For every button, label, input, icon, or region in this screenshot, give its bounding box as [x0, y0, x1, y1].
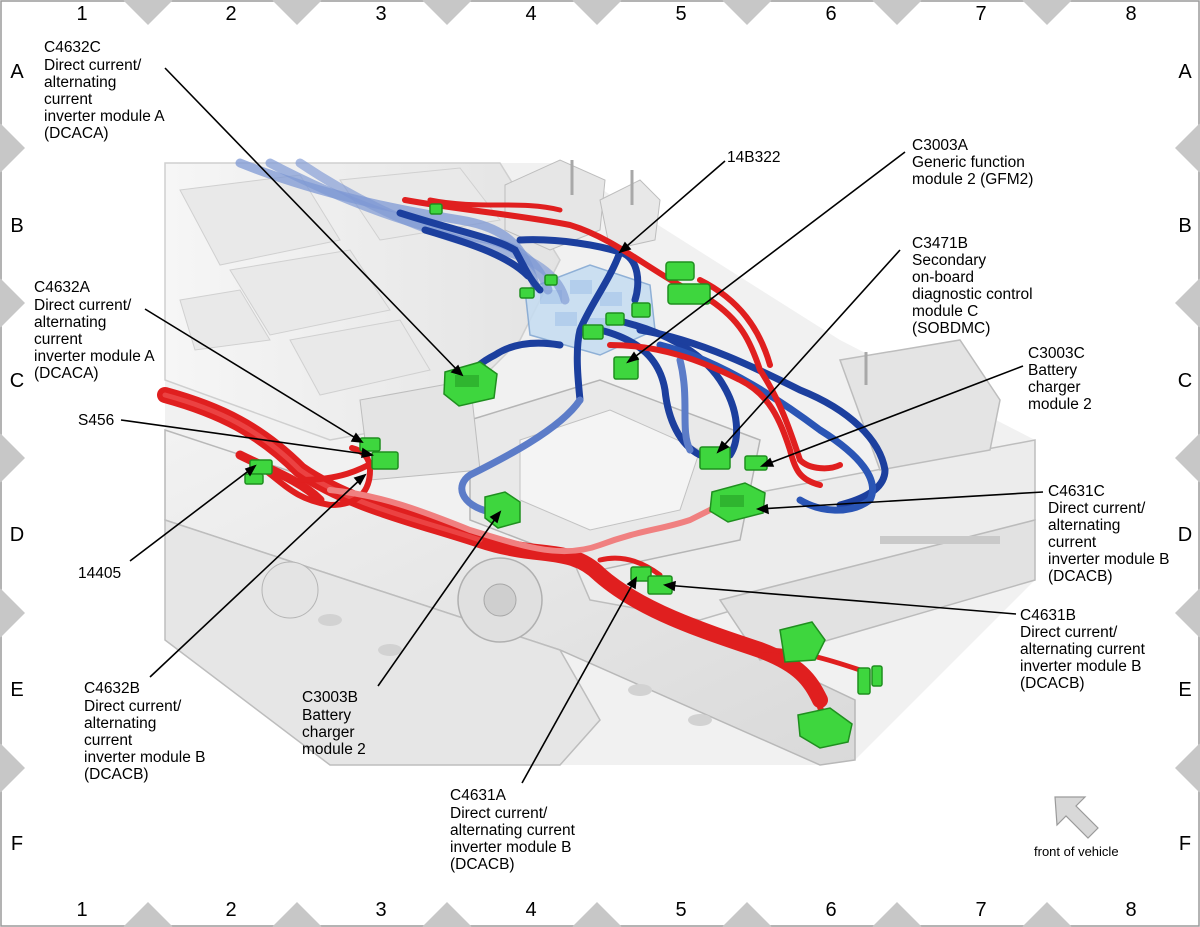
callout-c4631a: C4631A Direct current/ alternating curre… [450, 787, 579, 873]
svg-text:4: 4 [525, 899, 536, 921]
grid-row-labels-right: A B C D E F [1178, 61, 1193, 855]
svg-text:6: 6 [825, 3, 836, 25]
callout-labels: C4632C Direct current/ alternating curre… [34, 39, 1174, 873]
svg-text:C: C [1178, 370, 1192, 392]
svg-text:D: D [1178, 524, 1192, 546]
svg-text:C: C [10, 370, 24, 392]
connector-c3471b [699, 446, 731, 470]
connector-c4631c [709, 482, 766, 523]
svg-text:5: 5 [675, 899, 686, 921]
svg-text:5: 5 [675, 3, 686, 25]
callout-c4632c: C4632C Direct current/ alternating curre… [44, 39, 168, 142]
connector-c4632b [371, 451, 399, 470]
connectors [244, 203, 883, 749]
connector-c4632a [359, 437, 381, 452]
callout-14b322: 14B322 [727, 149, 780, 166]
callout-c4632b: C4632B Direct current/ alternating curre… [84, 680, 210, 783]
grid-row-labels-left: A B C D E F [10, 61, 25, 855]
leader-lines [120, 67, 1044, 784]
connector-upper-right [665, 261, 711, 305]
svg-text:8: 8 [1125, 3, 1136, 25]
svg-text:8: 8 [1125, 899, 1136, 921]
svg-text:F: F [11, 833, 23, 855]
callout-c4631b: C4631B Direct current/ alternating curre… [1020, 607, 1149, 692]
grid-column-labels-top: 1 2 3 4 5 6 7 8 [76, 3, 1136, 25]
front-of-vehicle-label: front of vehicle [1034, 844, 1119, 859]
callout-c4632a: C4632A Direct current/ alternating curre… [34, 279, 158, 382]
connector-rear-1 [779, 621, 826, 663]
callout-c3003a: C3003A Generic function module 2 (GFM2) [912, 137, 1033, 188]
callout-c4631c: C4631C Direct current/ alternating curre… [1048, 483, 1174, 585]
svg-text:F: F [1179, 833, 1191, 855]
front-of-vehicle-indicator: front of vehicle [1034, 796, 1119, 859]
callout-14405: 14405 [78, 565, 121, 582]
connector-c3003c [744, 455, 768, 471]
callout-c3003b: C3003B Battery charger module 2 [302, 689, 366, 758]
svg-text:B: B [1178, 215, 1191, 237]
chassis-frame [164, 159, 1036, 766]
svg-text:6: 6 [825, 899, 836, 921]
svg-text:A: A [10, 61, 24, 83]
svg-text:3: 3 [375, 899, 386, 921]
front-arrow-icon [1054, 796, 1099, 839]
vehicle-illustration [164, 159, 1036, 766]
svg-text:E: E [1178, 679, 1191, 701]
connector-rear-2 [857, 665, 883, 695]
callout-c3003c: C3003C Battery charger module 2 [1028, 345, 1092, 413]
svg-text:B: B [10, 215, 23, 237]
svg-text:2: 2 [225, 3, 236, 25]
svg-text:2: 2 [225, 899, 236, 921]
grid-column-labels-bottom: 1 2 3 4 5 6 7 8 [76, 899, 1136, 921]
svg-text:D: D [10, 524, 24, 546]
svg-text:A: A [1178, 61, 1192, 83]
connector-14b322-group [519, 287, 651, 340]
connector-c3003a [613, 356, 639, 380]
svg-text:7: 7 [975, 3, 986, 25]
svg-text:3: 3 [375, 3, 386, 25]
svg-text:1: 1 [76, 899, 87, 921]
svg-text:4: 4 [525, 3, 536, 25]
callout-c3471b: C3471B Secondary on-board diagnostic con… [912, 235, 1037, 337]
connector-rear-3 [797, 707, 853, 749]
svg-text:7: 7 [975, 899, 986, 921]
callout-s456: S456 [78, 412, 114, 429]
svg-text:E: E [10, 679, 23, 701]
svg-text:1: 1 [76, 3, 87, 25]
connector-top-small [429, 203, 558, 286]
